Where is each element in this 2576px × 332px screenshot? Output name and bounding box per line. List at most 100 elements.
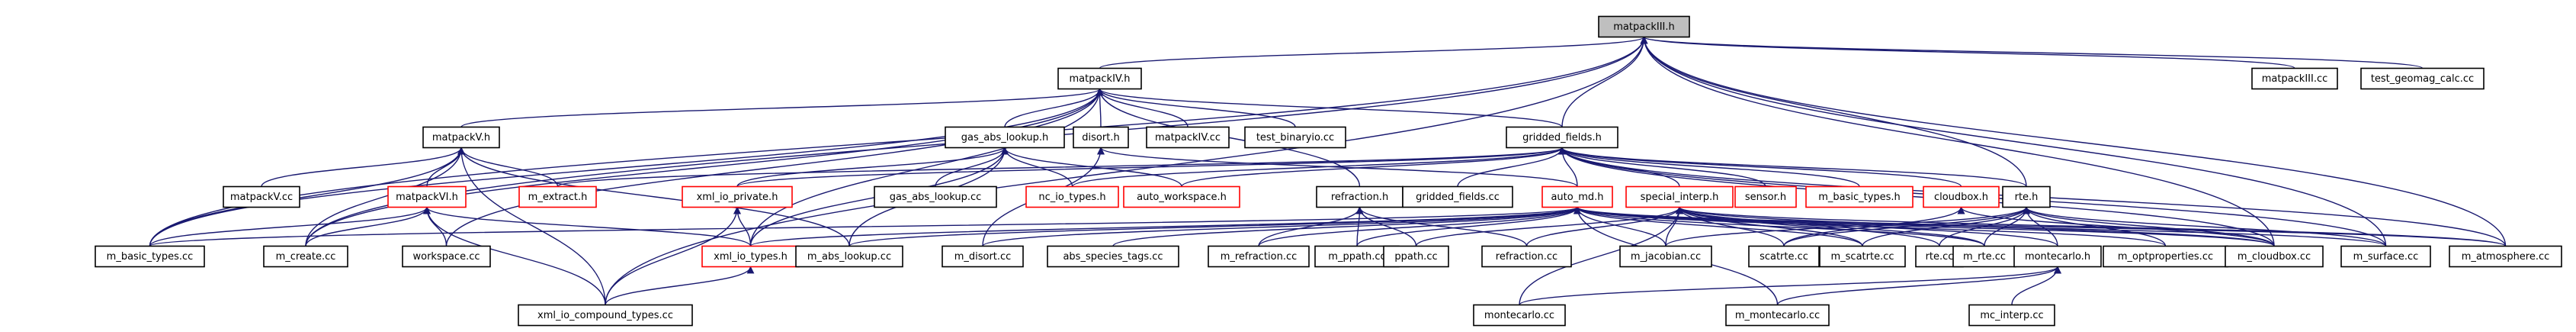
node-label: gridded_fields.h bbox=[1522, 132, 1602, 143]
node-label: matpackIV.cc bbox=[1155, 132, 1221, 143]
node-label: m_extract.h bbox=[528, 192, 588, 203]
node-m-rte-cc[interactable]: m_rte.cc bbox=[1952, 245, 2016, 268]
node-nc-io-types-h[interactable]: nc_io_types.h bbox=[1025, 185, 1119, 208]
node-label: nc_io_types.h bbox=[1038, 192, 1105, 203]
node-m-scatrte-cc[interactable]: m_scatrte.cc bbox=[1819, 245, 1906, 268]
node-m-basic-types-h[interactable]: m_basic_types.h bbox=[1805, 185, 1914, 208]
edge-m_surface_cc-to-rte_h bbox=[2023, 206, 2387, 247]
node-disort-h[interactable]: disort.h bbox=[1073, 126, 1129, 149]
node-gridded-fields-h[interactable]: gridded_fields.h bbox=[1506, 126, 1618, 149]
node-matpackIV-cc[interactable]: matpackIV.cc bbox=[1146, 126, 1230, 149]
node-label: disort.h bbox=[1082, 132, 1119, 143]
node-m-atmosphere-cc[interactable]: m_atmosphere.cc bbox=[2449, 245, 2562, 268]
node-ppath-cc[interactable]: ppath.cc bbox=[1383, 245, 1449, 268]
node-test-geomag[interactable]: test_geomag_calc.cc bbox=[2360, 67, 2485, 90]
node-m-surface-cc[interactable]: m_surface.cc bbox=[2340, 245, 2431, 268]
node-box bbox=[1383, 245, 1449, 268]
node-m-disort-cc[interactable]: m_disort.cc bbox=[942, 245, 1024, 268]
node-cloudbox-h[interactable]: cloudbox.h bbox=[1923, 185, 2000, 208]
edge-m_rte_cc-to-auto_md_h bbox=[1574, 206, 1985, 247]
node-montecarlo-cc[interactable]: montecarlo.cc bbox=[1473, 304, 1566, 327]
node-box bbox=[682, 185, 793, 208]
node-label: m_ppath.cc bbox=[1328, 251, 1385, 263]
node-box bbox=[2002, 185, 2051, 208]
node-box bbox=[1725, 304, 1830, 327]
node-label: m_basic_types.h bbox=[1818, 192, 1901, 203]
node-matpackIII-cc[interactable]: matpackIII.cc bbox=[2251, 67, 2338, 90]
node-refraction-cc[interactable]: refraction.cc bbox=[1481, 245, 1572, 268]
node-m-ppath-cc[interactable]: m_ppath.cc bbox=[1314, 245, 1400, 268]
node-scatrte-cc[interactable]: scatrte.cc bbox=[1748, 245, 1820, 268]
node-m-montecarlo-cc[interactable]: m_montecarlo.cc bbox=[1725, 304, 1830, 327]
node-montecarlo-h[interactable]: montecarlo.h bbox=[2013, 245, 2102, 268]
node-workspace-cc[interactable]: workspace.cc bbox=[402, 245, 491, 268]
node-box bbox=[1057, 67, 1142, 90]
edge-abs_species_tags_cc-to-auto_md_h bbox=[1112, 206, 1581, 247]
edge-xml_io_compound_types_cc-to-matpackVI_h bbox=[423, 206, 606, 305]
node-matpackV-cc[interactable]: matpackV.cc bbox=[223, 185, 300, 208]
node-sensor-h[interactable]: sensor.h bbox=[1734, 185, 1797, 208]
edge-m_optproperties_cc-to-rte_h bbox=[2023, 206, 2167, 247]
node-xml-io-compound-types-cc[interactable]: xml_io_compound_types.cc bbox=[518, 304, 693, 327]
node-box bbox=[1734, 185, 1797, 208]
edge-xml_io_compound_types_cc-to-xml_io_types_h bbox=[605, 266, 755, 305]
node-m-optproperties-cc[interactable]: m_optproperties.cc bbox=[2103, 245, 2228, 268]
node-matpackIII-h[interactable]: matpackIII.h bbox=[1598, 15, 1690, 38]
node-label: m_basic_types.cc bbox=[107, 251, 194, 263]
node-label: m_rte.cc bbox=[1963, 251, 2006, 263]
node-box bbox=[2340, 245, 2431, 268]
edge-xml_io_private_h-to-gas_abs_lookup_h bbox=[736, 147, 1009, 187]
node-box bbox=[795, 245, 903, 268]
edge-ppath_cc-to-special_interp_h bbox=[1415, 206, 1683, 247]
node-box bbox=[1146, 126, 1230, 149]
node-label: ppath.cc bbox=[1394, 251, 1437, 263]
node-m-jacobian-cc[interactable]: m_jacobian.cc bbox=[1619, 245, 1712, 268]
node-label: montecarlo.cc bbox=[1484, 310, 1554, 321]
node-matpackV-h[interactable]: matpackV.h bbox=[422, 126, 500, 149]
node-matpackIV-h[interactable]: matpackIV.h bbox=[1057, 67, 1142, 90]
node-box bbox=[945, 126, 1065, 149]
node-xml-io-types-h[interactable]: xml_io_types.h bbox=[701, 245, 800, 268]
node-box bbox=[387, 185, 467, 208]
node-m-abs-lookup-cc[interactable]: m_abs_lookup.cc bbox=[795, 245, 903, 268]
node-special-interp-h[interactable]: special_interp.h bbox=[1625, 185, 1734, 208]
node-auto-md-h[interactable]: auto_md.h bbox=[1541, 185, 1613, 208]
node-box bbox=[402, 245, 491, 268]
node-box bbox=[874, 185, 997, 208]
node-m-basic-types-cc[interactable]: m_basic_types.cc bbox=[95, 245, 205, 268]
node-xml-io-private-h[interactable]: xml_io_private.h bbox=[682, 185, 793, 208]
node-label: refraction.cc bbox=[1496, 251, 1557, 263]
node-test-binaryio[interactable]: test_binaryio.cc bbox=[1244, 126, 1346, 149]
edge-matpackV_h-to-matpackIV_h bbox=[460, 88, 1104, 128]
edge-montecarlo_cc-to-montecarlo_h bbox=[1519, 266, 2061, 306]
node-m-cloudbox-cc[interactable]: m_cloudbox.cc bbox=[2225, 245, 2324, 268]
node-box bbox=[1923, 185, 2000, 208]
node-label: rte.cc bbox=[1926, 251, 1954, 263]
edge-nc_io_types_h-to-gridded_fields_h bbox=[1071, 147, 1566, 188]
node-label: xml_io_types.h bbox=[714, 251, 788, 263]
node-m-extract-h[interactable]: m_extract.h bbox=[518, 185, 597, 208]
node-label: gas_abs_lookup.h bbox=[961, 132, 1049, 143]
node-gridded-fields-cc[interactable]: gridded_fields.cc bbox=[1402, 185, 1513, 208]
node-box bbox=[2013, 245, 2102, 268]
node-label: m_cloudbox.cc bbox=[2238, 251, 2311, 263]
node-rte-h[interactable]: rte.h bbox=[2002, 185, 2051, 208]
edge-m_scatrte_cc-to-auto_md_h bbox=[1574, 206, 1863, 247]
node-refraction-h[interactable]: refraction.h bbox=[1316, 185, 1403, 208]
edge-m_refraction_cc-to-auto_md_h bbox=[1258, 206, 1581, 247]
node-label: xml_io_compound_types.cc bbox=[537, 310, 673, 321]
node-box bbox=[95, 245, 205, 268]
node-m-refraction-cc[interactable]: m_refraction.cc bbox=[1208, 245, 1310, 268]
node-m-create-cc[interactable]: m_create.cc bbox=[263, 245, 348, 268]
node-gas-abs-lookup-cc[interactable]: gas_abs_lookup.cc bbox=[874, 185, 997, 208]
edge-matpackIII_cc-to-matpackIII_h bbox=[1640, 36, 2295, 69]
node-box bbox=[701, 245, 800, 268]
node-abs-species-tags-cc[interactable]: abs_species_tags.cc bbox=[1047, 245, 1179, 268]
node-matpackVI-h[interactable]: matpackVI.h bbox=[387, 185, 467, 208]
node-gas-abs-lookup-h[interactable]: gas_abs_lookup.h bbox=[945, 126, 1065, 149]
edge-m_cloudbox_cc-to-cloudbox_h bbox=[1957, 206, 2275, 247]
node-mc-interp-cc[interactable]: mc_interp.cc bbox=[1968, 304, 2055, 327]
edge-m_refraction_cc-to-refraction_h bbox=[1258, 206, 1364, 247]
node-auto-workspace-h[interactable]: auto_workspace.h bbox=[1123, 185, 1240, 208]
